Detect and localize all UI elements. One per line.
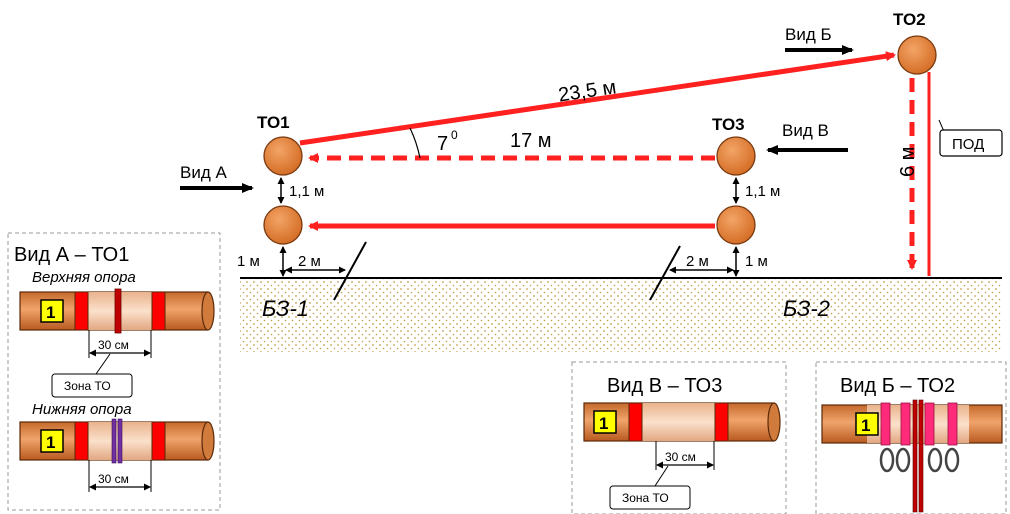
- panel-view-a: Вид А – ТО1 Верхняя опора 1 30 см Зона Т…: [7, 232, 221, 511]
- pipe-b: 1: [821, 399, 1003, 513]
- pod-callout-box: [939, 129, 1003, 157]
- badge-v-number: 1: [599, 414, 608, 433]
- badge-b-number: 1: [861, 416, 870, 435]
- zone-v-label: Зона ТО: [622, 491, 669, 505]
- panel-a-frame: [7, 232, 221, 511]
- pod-callout-label: ПОД: [952, 136, 984, 153]
- badge-v: [593, 410, 617, 434]
- dim-v: 30 см: [665, 450, 696, 464]
- break-mark-right: [649, 245, 681, 301]
- panel-a-lower-label: Нижняя опора: [32, 401, 132, 418]
- dim-a-upper: 30 см: [98, 338, 129, 352]
- panel-view-b: Вид Б – ТО2 1: [815, 361, 1007, 514]
- zone-a-callout: [51, 373, 133, 398]
- badge-b: [855, 412, 879, 436]
- pipe-a-upper: 1: [19, 288, 215, 334]
- dim-right-offset: 2 м: [686, 253, 709, 270]
- zone-a-label: Зона ТО: [64, 379, 111, 393]
- dim-drop-label: 6 м: [897, 147, 919, 177]
- pipe-v: 1: [583, 402, 781, 442]
- pipe-to1-to2: [299, 51, 896, 146]
- dim-left-ground: 1 м: [237, 253, 260, 270]
- panel-b-title: Вид Б – ТО2: [840, 375, 955, 397]
- zone-bz2-label: БЗ-2: [783, 296, 830, 321]
- zone-v-callout: [609, 485, 691, 510]
- angle-degree: 0: [451, 128, 458, 142]
- panel-view-v: Вид В – ТО3 1 30 см Зона ТО: [571, 361, 787, 514]
- support-to3-upper[interactable]: [716, 136, 756, 176]
- badge-a-upper-number: 1: [46, 303, 55, 322]
- dim-a-lower: 30 см: [98, 472, 129, 486]
- zone-bz1-label: БЗ-1: [262, 296, 309, 321]
- view-b-label: Вид Б: [785, 25, 832, 44]
- view-a-label: Вид А: [180, 163, 227, 182]
- angle-arc: [409, 127, 421, 159]
- dim-right-gap: 1,1 м: [745, 183, 780, 200]
- break-mark-left: [333, 241, 367, 301]
- span-top-label: 23,5 м: [557, 76, 618, 106]
- badge-a-lower: [40, 429, 64, 453]
- panel-a-title: Вид А – ТО1: [14, 244, 129, 266]
- soil-zone: [240, 278, 1002, 352]
- node-to2-label: ТО2: [893, 10, 926, 29]
- span-mid-label: 17 м: [510, 130, 552, 152]
- support-to3-lower[interactable]: [716, 205, 756, 245]
- dim-left-offset: 2 м: [298, 253, 321, 270]
- panel-v-title: Вид В – ТО3: [607, 375, 722, 397]
- badge-a-upper: [40, 299, 64, 323]
- view-v-label: Вид В: [782, 121, 829, 140]
- node-to1-label: ТО1: [257, 113, 290, 132]
- support-to1-upper[interactable]: [263, 136, 303, 176]
- support-to2[interactable]: [897, 35, 937, 75]
- panel-a-upper-label: Верхняя опора: [32, 269, 136, 286]
- node-to3-label: ТО3: [712, 115, 745, 134]
- dim-right-ground: 1 м: [745, 253, 768, 270]
- angle-value: 7: [437, 133, 448, 155]
- support-to1-lower[interactable]: [263, 205, 303, 245]
- badge-a-lower-number: 1: [46, 433, 55, 452]
- pipe-a-lower: 1: [19, 418, 215, 464]
- dim-left-gap: 1,1 м: [289, 183, 324, 200]
